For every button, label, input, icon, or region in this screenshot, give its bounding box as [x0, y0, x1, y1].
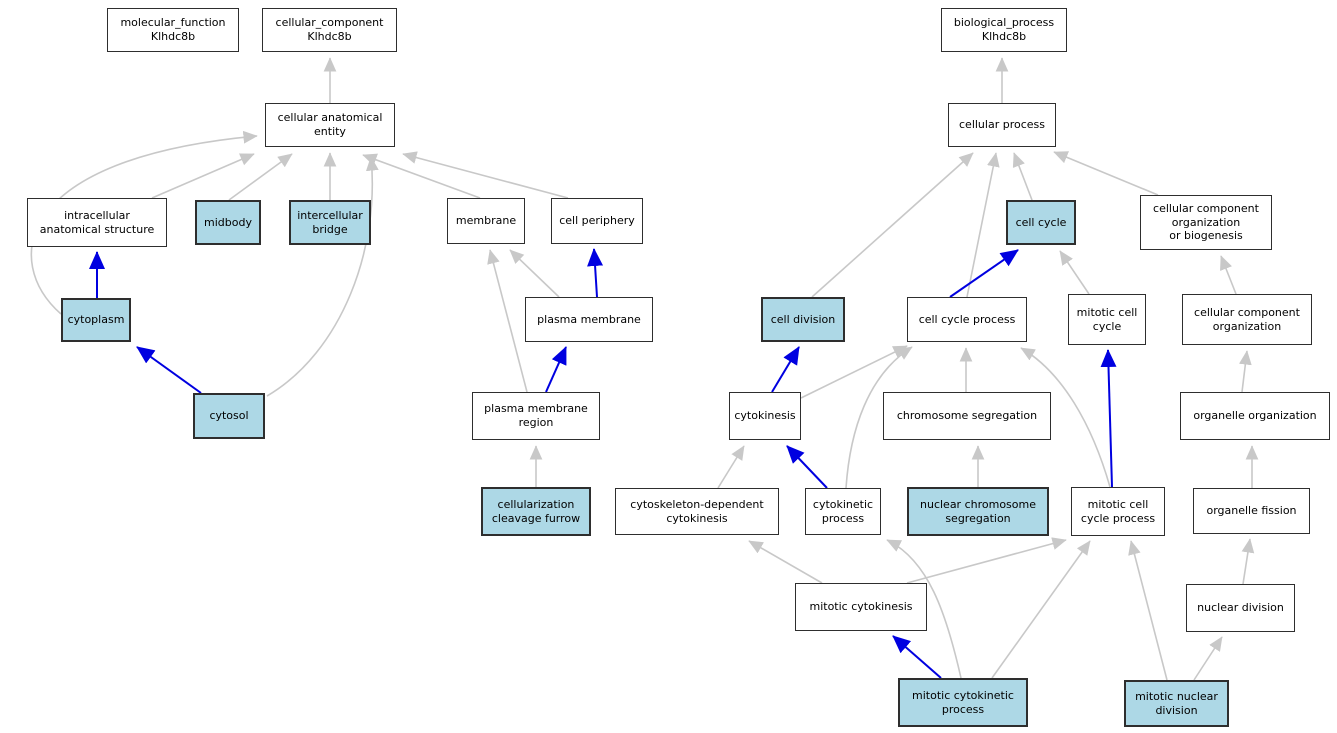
node-mitotic-nuclear-division[interactable]: mitotic nuclear division — [1124, 680, 1229, 727]
edge-cell-cycle-to-cellular-process — [1012, 152, 1033, 201]
edge-mitotic-cytokinesis-to-cdc — [748, 540, 823, 584]
node-organelle-fission[interactable]: organelle fission — [1193, 488, 1310, 534]
edge-cytokinetic-process-to-cytokinesis — [786, 445, 828, 489]
node-nuclear-division[interactable]: nuclear division — [1186, 584, 1295, 632]
node-cellular-anatomical-entity[interactable]: cellular anatomical entity — [265, 103, 395, 147]
edge-mccp-to-cell-cycle-process — [1020, 347, 1111, 488]
edge-organelle-organization-to-cco — [1239, 350, 1252, 393]
node-membrane[interactable]: membrane — [447, 198, 525, 244]
node-cell-cycle-process[interactable]: cell cycle process — [907, 297, 1027, 342]
edge-cco-to-ccob — [1220, 255, 1237, 295]
node-intercellular-bridge[interactable]: intercellular bridge — [289, 200, 371, 245]
node-cytoplasm[interactable]: cytoplasm — [61, 298, 131, 342]
edge-ccob-to-cellular-process — [1053, 151, 1159, 196]
edge-cytokinesis-to-cell-cycle-process — [800, 345, 908, 399]
edge-mccp-to-mitotic-cell-cycle — [1100, 349, 1117, 488]
node-cell-periphery[interactable]: cell periphery — [551, 198, 643, 244]
edge-intracellular-anatomical-structure-to-cae — [151, 153, 255, 199]
edge-cell-periphery-to-cae — [402, 151, 569, 199]
edge-cell-cycle-process-to-cell-cycle — [949, 249, 1019, 298]
edge-mnd-to-nuclear-division — [1193, 636, 1223, 681]
edge-midbody-to-cae — [228, 153, 293, 201]
edge-cytosol-to-cytoplasm — [136, 346, 202, 394]
edge-cell-division-to-cellular-process — [811, 152, 974, 298]
node-cytokinetic-process[interactable]: cytokinetic process — [805, 488, 881, 535]
edge-nuclear-division-to-organelle-fission — [1241, 538, 1255, 585]
node-intracellular-anatomical-structure[interactable]: intracellular anatomical structure — [27, 198, 167, 247]
node-midbody[interactable]: midbody — [195, 200, 261, 245]
edge-pm-region-to-plasma-membrane — [545, 346, 567, 393]
node-cytoskeleton-dependent-cytokinesis[interactable]: cytoskeleton-dependent cytokinesis — [615, 488, 779, 535]
edge-mcp-to-mitotic-cytokinesis — [892, 635, 942, 679]
node-mitotic-cell-cycle-process[interactable]: mitotic cell cycle process — [1071, 487, 1165, 536]
node-organelle-organization[interactable]: organelle organization — [1180, 392, 1330, 440]
edge-mnd-to-mccp — [1128, 540, 1168, 681]
edge-cytokinetic-process-to-cell-cycle-process — [845, 346, 913, 489]
node-cytokinesis[interactable]: cytokinesis — [729, 392, 801, 440]
edge-cytosol-to-cae — [266, 156, 379, 397]
edge-membrane-to-cae — [362, 153, 481, 199]
node-nuclear-chromosome-segregation[interactable]: nuclear chromosome segregation — [907, 487, 1049, 536]
node-plasma-membrane-region[interactable]: plasma membrane region — [472, 392, 600, 440]
edge-mitotic-cytokinesis-to-mccp — [906, 537, 1067, 584]
edge-plasma-membrane-region-to-membrane — [487, 249, 528, 393]
node-cell-division[interactable]: cell division — [761, 297, 845, 342]
node-cellular-process[interactable]: cellular process — [948, 103, 1056, 147]
node-plasma-membrane[interactable]: plasma membrane — [525, 297, 653, 342]
edge-mcp-to-cytokinetic-process — [886, 539, 962, 679]
node-cellularization-cleavage-furrow[interactable]: cellularization cleavage furrow — [481, 487, 591, 536]
edge-cell-cycle-process-to-cellular-process — [966, 152, 1000, 298]
node-mitotic-cytokinetic-process[interactable]: mitotic cytokinetic process — [898, 678, 1028, 727]
node-cell-cycle[interactable]: cell cycle — [1006, 200, 1076, 245]
edge-mitotic-cell-cycle-to-cell-cycle — [1059, 250, 1090, 295]
node-cellular-component-organization-or-biogenesis[interactable]: cellular component organization or bioge… — [1140, 195, 1272, 250]
edge-cytokinesis-to-cell-division — [771, 346, 800, 393]
node-mitotic-cytokinesis[interactable]: mitotic cytokinesis — [795, 583, 927, 631]
node-cellular-component-organization[interactable]: cellular component organization — [1182, 294, 1312, 345]
node-cytosol[interactable]: cytosol — [193, 393, 265, 439]
node-cellular-component-klhdc8b[interactable]: cellular_component Klhdc8b — [262, 8, 397, 52]
edge-plasma-membrane-to-cell-periphery — [587, 248, 604, 298]
edge-mcp-to-mccp — [991, 540, 1091, 679]
edge-cdc-to-cytokinesis — [717, 445, 745, 489]
edge-plasma-membrane-to-membrane — [509, 249, 560, 298]
node-mitotic-cell-cycle[interactable]: mitotic cell cycle — [1068, 294, 1146, 345]
node-molecular-function-klhdc8b[interactable]: molecular_function Klhdc8b — [107, 8, 239, 52]
node-biological-process-klhdc8b[interactable]: biological_process Klhdc8b — [941, 8, 1067, 52]
node-chromosome-segregation[interactable]: chromosome segregation — [883, 392, 1051, 440]
